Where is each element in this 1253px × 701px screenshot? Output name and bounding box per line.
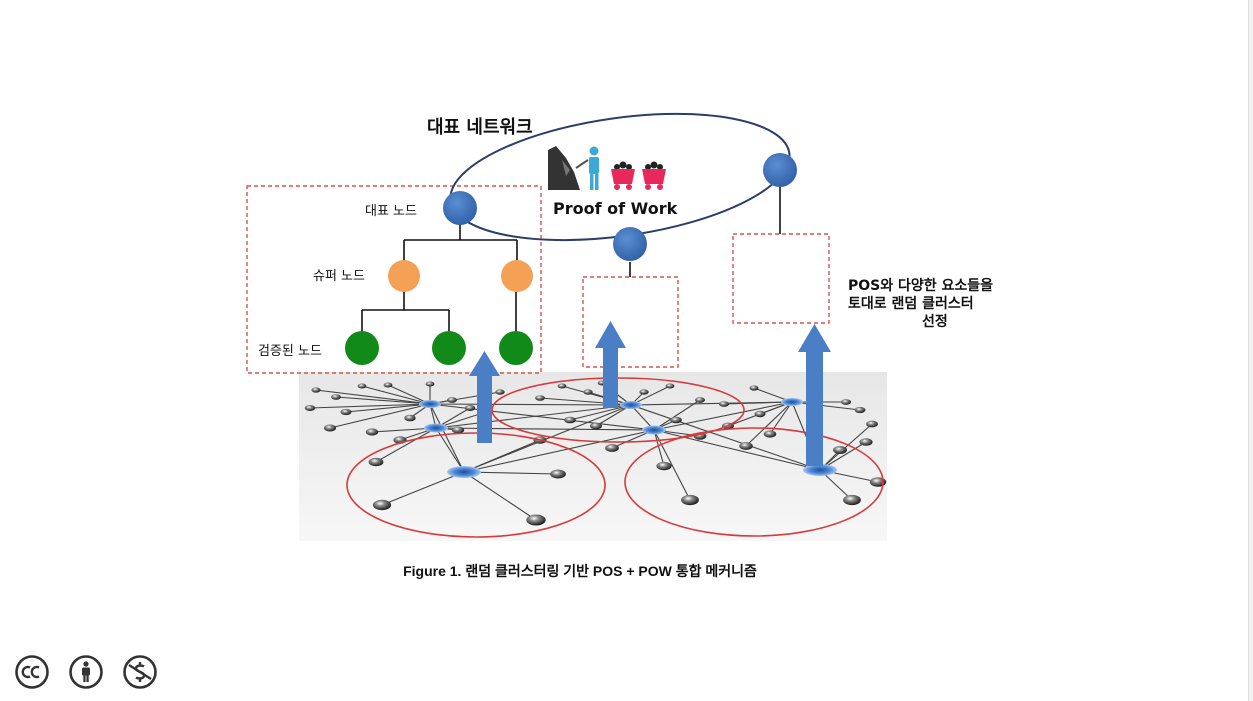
network-ball-node xyxy=(763,430,777,438)
network-ball-node xyxy=(340,408,352,416)
network-ball-node xyxy=(739,442,753,450)
super-node-right xyxy=(501,260,533,292)
verified-node-2 xyxy=(432,331,466,365)
proof-of-work-label: Proof of Work xyxy=(553,199,678,218)
network-ball-node xyxy=(866,420,878,428)
network-ball-node xyxy=(754,410,766,418)
pos-description-line-1: POS와 다양한 요소들을 xyxy=(848,277,993,294)
network-ball-node xyxy=(833,446,847,454)
network-ball-node xyxy=(383,382,393,388)
network-ball-node xyxy=(656,461,672,471)
network-ball-node xyxy=(859,438,873,446)
network-ball-node xyxy=(451,426,465,434)
network-label: 대표 네트워크 xyxy=(427,116,533,138)
super-node-label: 슈퍼 노드 xyxy=(313,269,365,284)
network-nodes xyxy=(304,380,887,526)
network-ball-node xyxy=(605,444,619,452)
network-ball-node xyxy=(639,389,649,395)
network-ball-node xyxy=(464,405,476,411)
network-ball-node xyxy=(665,383,675,389)
network-ball-node xyxy=(526,514,546,526)
network-ball-node xyxy=(365,428,379,436)
verified-node-3 xyxy=(499,331,533,365)
cluster-box-middle xyxy=(582,276,679,368)
network-ball-node xyxy=(535,395,545,401)
network-ball-node xyxy=(854,406,866,414)
network-ball-node xyxy=(495,389,505,395)
arrow-up-middle xyxy=(595,321,626,408)
by-icon[interactable] xyxy=(68,654,104,690)
representative-node-label: 대표 노드 xyxy=(365,204,417,219)
network-ball-node xyxy=(557,383,567,389)
network-ball-node xyxy=(304,405,316,411)
network-ball-node xyxy=(749,385,759,391)
figure-caption: Figure 1. 랜덤 클러스터링 기반 POS + POW 통합 메커니즘 xyxy=(403,563,757,579)
representative-node-right xyxy=(763,153,797,187)
tree-connectors xyxy=(361,187,781,332)
network-ball-node xyxy=(550,469,566,479)
verified-node-1 xyxy=(345,331,379,365)
network-ball-node xyxy=(590,422,602,430)
network-ball-node xyxy=(323,424,337,432)
arrow-up-left xyxy=(469,351,500,443)
cluster-circle-right xyxy=(624,427,884,537)
cluster-box-left xyxy=(246,185,542,374)
pos-description-line-2: 토대로 랜덤 클러스터 xyxy=(848,295,974,312)
representative-node-middle xyxy=(613,227,647,261)
representative-node-left xyxy=(443,191,477,225)
network-floor xyxy=(299,372,887,541)
cluster-box-right xyxy=(732,233,830,324)
network-ball-node xyxy=(447,397,457,403)
mining-icon xyxy=(548,146,599,190)
network-ball-node xyxy=(718,401,730,407)
cluster-circle-left xyxy=(346,432,606,538)
network-ball-node xyxy=(840,399,852,405)
network-ball-node xyxy=(564,416,576,424)
network-ball-node xyxy=(404,414,416,422)
cc-icon[interactable] xyxy=(14,654,50,690)
arrow-up-right xyxy=(798,324,831,466)
network-ball-node xyxy=(681,494,699,506)
network-hubs xyxy=(419,398,837,478)
network-ball-node xyxy=(311,387,321,393)
network-ball-node xyxy=(670,416,682,424)
network-ball-node xyxy=(357,383,367,389)
network-ball-node xyxy=(425,381,435,387)
super-node-left xyxy=(388,260,420,292)
license-icons xyxy=(14,654,158,690)
scrollbar[interactable] xyxy=(1248,0,1253,701)
mine-cart-icon-2 xyxy=(642,161,666,190)
network-ball-node xyxy=(331,394,341,400)
network-ball-node xyxy=(368,457,384,467)
nc-icon[interactable] xyxy=(122,654,158,690)
network-ball-node xyxy=(372,499,392,511)
network-ball-node xyxy=(843,494,861,506)
network-ball-node xyxy=(695,397,705,403)
pos-description-line-3: 선정 xyxy=(922,313,948,330)
mine-cart-icon-1 xyxy=(611,161,635,190)
network-ball-node xyxy=(583,389,593,395)
selection-arrows xyxy=(469,321,831,466)
verified-node-label: 검증된 노드 xyxy=(258,344,322,359)
